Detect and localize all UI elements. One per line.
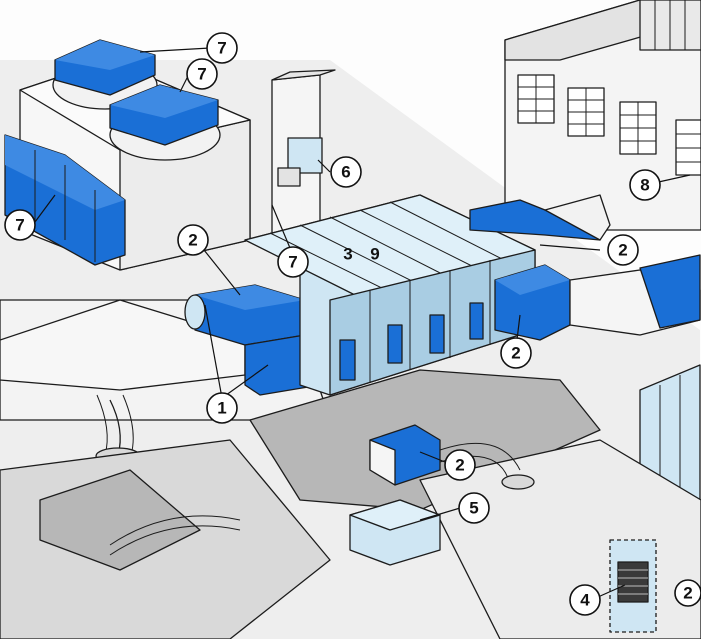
svg-text:3: 3 — [343, 245, 352, 264]
callout-4: 4 — [569, 584, 601, 616]
callout-2: 2 — [444, 449, 476, 481]
svg-text:2: 2 — [511, 344, 520, 363]
callout-6: 6 — [330, 156, 362, 188]
callout-2: 2 — [500, 337, 532, 369]
svg-text:7: 7 — [197, 65, 206, 84]
svg-text:9: 9 — [370, 245, 379, 264]
svg-text:5: 5 — [469, 499, 478, 518]
far-right-duct — [639, 254, 701, 329]
svg-text:2: 2 — [455, 456, 464, 475]
wall-grille — [609, 539, 657, 633]
air-handling-unit — [244, 194, 536, 396]
building-window — [567, 87, 605, 137]
svg-text:7: 7 — [288, 253, 297, 272]
callout-7: 7 — [186, 58, 218, 90]
svg-text:2: 2 — [683, 584, 692, 603]
svg-text:8: 8 — [640, 176, 649, 195]
cooling-fan — [52, 39, 158, 110]
callout-2: 2 — [607, 234, 639, 266]
callout-1: 1 — [206, 392, 238, 424]
callout-9: 9 — [370, 245, 379, 264]
svg-text:6: 6 — [341, 163, 350, 182]
left-condenser-bank — [4, 134, 126, 266]
svg-text:2: 2 — [188, 231, 197, 250]
callout-3: 3 — [343, 245, 352, 264]
building-window — [675, 119, 701, 176]
heat-recovery-box — [349, 499, 441, 566]
exhaust-stack — [271, 69, 336, 236]
building-window — [517, 74, 555, 124]
svg-text:4: 4 — [580, 591, 590, 610]
callout-7: 7 — [277, 246, 309, 278]
callout-2: 2 — [177, 224, 209, 256]
svg-text:7: 7 — [217, 39, 226, 58]
callout-5: 5 — [458, 492, 490, 524]
svg-text:2: 2 — [618, 241, 627, 260]
callout-7: 7 — [206, 32, 238, 64]
callout-8: 8 — [629, 169, 661, 201]
svg-text:1: 1 — [217, 399, 226, 418]
svg-text:7: 7 — [15, 216, 24, 235]
callout-7: 7 — [4, 209, 36, 241]
building-window — [619, 101, 657, 155]
callout-2: 2 — [674, 579, 701, 607]
return-duct — [469, 194, 611, 241]
fan-section — [184, 284, 306, 346]
cooling-fan — [109, 84, 221, 161]
adjacent-building — [504, 0, 701, 231]
small-fan-unit — [369, 424, 535, 490]
